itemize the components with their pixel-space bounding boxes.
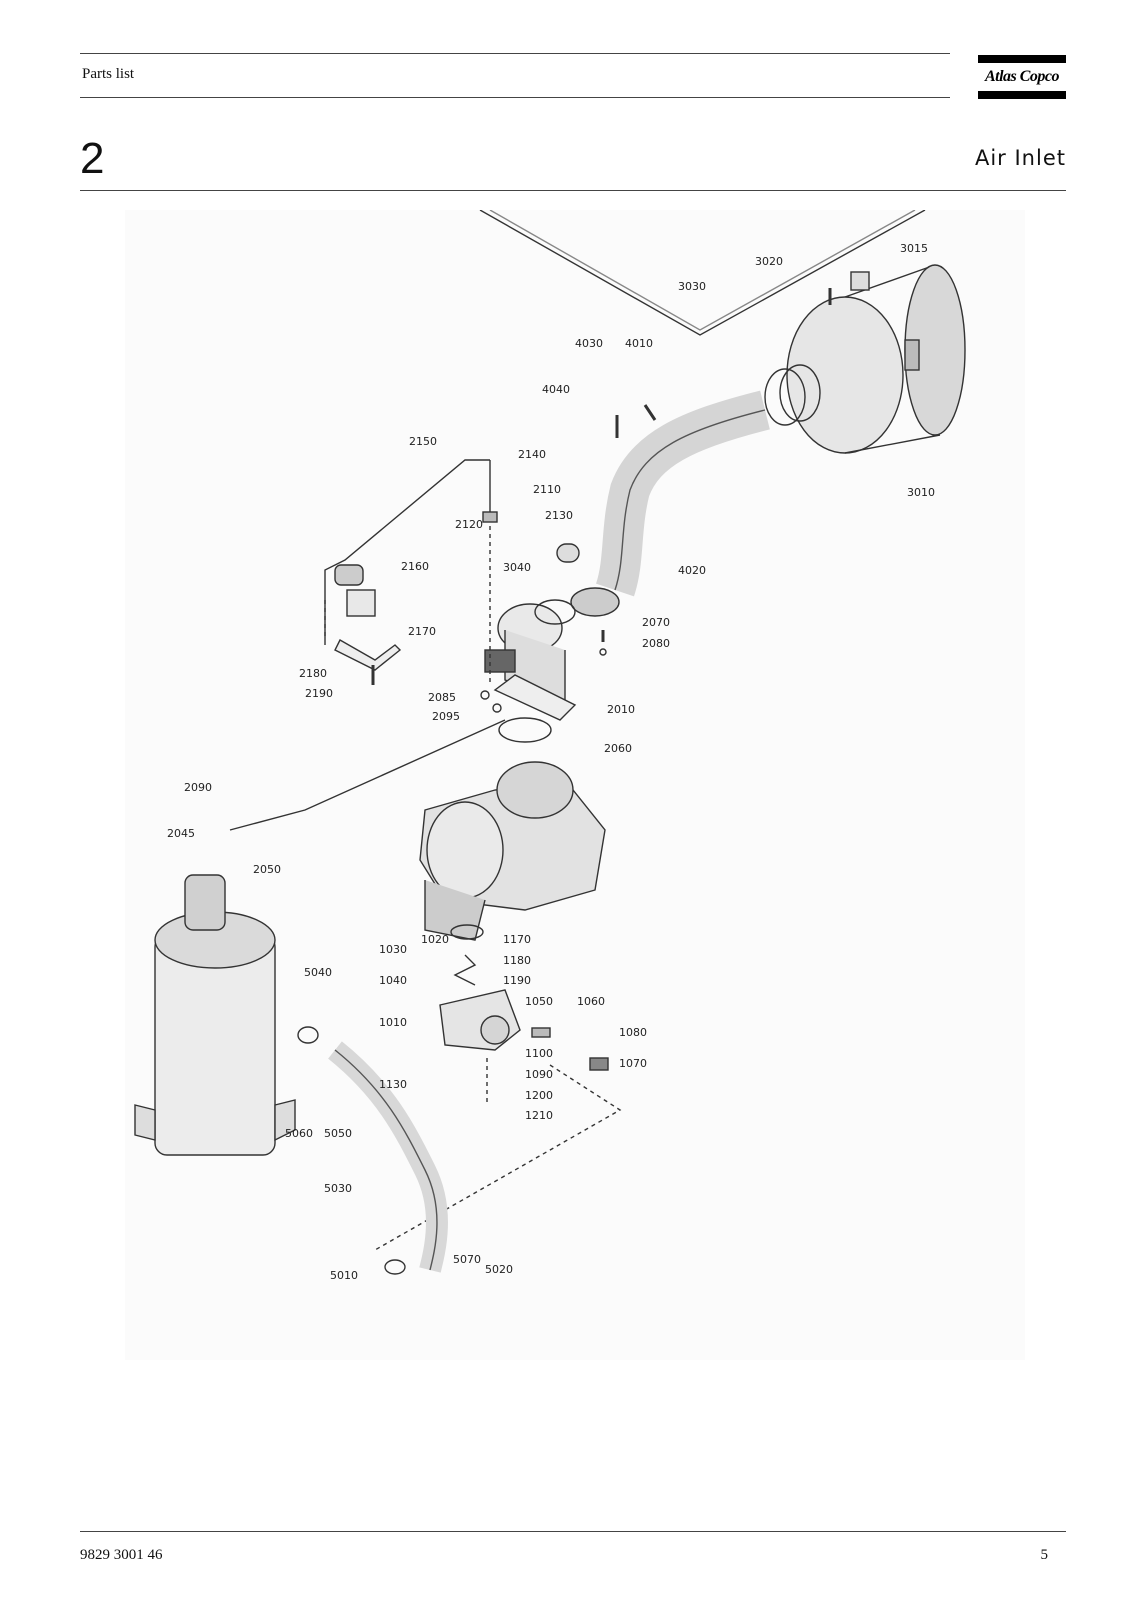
o-ring-5040 bbox=[297, 1026, 319, 1044]
callout-1040: 1040 bbox=[379, 974, 407, 987]
oil-separator-vessel bbox=[134, 874, 296, 1156]
compressor-element bbox=[419, 761, 606, 941]
callout-1200: 1200 bbox=[525, 1089, 553, 1102]
header-bottom-rule bbox=[80, 97, 950, 98]
callout-1090: 1090 bbox=[525, 1068, 553, 1081]
solenoid-valve-2160 bbox=[334, 564, 376, 617]
callout-labels: 3015 3020 3030 4030 4010 4040 2150 2140 2110 2120… bbox=[167, 242, 935, 1282]
callout-2080: 2080 bbox=[642, 637, 670, 650]
callout-2130: 2130 bbox=[545, 509, 573, 522]
callout-5050: 5050 bbox=[324, 1127, 352, 1140]
callout-2160: 2160 bbox=[401, 560, 429, 573]
control-tube-2150 bbox=[324, 459, 490, 645]
bolt-2085 bbox=[480, 690, 490, 700]
o-ring-5010 bbox=[384, 1259, 406, 1275]
callout-2120: 2120 bbox=[455, 518, 483, 531]
oil-line-2090 bbox=[229, 719, 506, 831]
callout-5020: 5020 bbox=[485, 1263, 513, 1276]
callout-2045: 2045 bbox=[167, 827, 195, 840]
callout-4040: 4040 bbox=[542, 383, 570, 396]
document-number: 9829 3001 46 bbox=[80, 1547, 163, 1563]
exploded-parts-diagram: 3015 3020 3030 4030 4010 4040 2150 2140 2110 2120… bbox=[125, 210, 1025, 1360]
callout-1170: 1170 bbox=[503, 933, 531, 946]
callout-2010: 2010 bbox=[607, 703, 635, 716]
callout-1190: 1190 bbox=[503, 974, 531, 987]
callout-3040: 3040 bbox=[503, 561, 531, 574]
gasket-3040 bbox=[534, 599, 576, 625]
fitting-1070 bbox=[589, 1057, 609, 1071]
fitting-2110 bbox=[482, 511, 498, 523]
spring-1180 bbox=[453, 954, 477, 986]
bracket-3015 bbox=[850, 271, 870, 291]
callout-2070: 2070 bbox=[642, 616, 670, 629]
ring-3030b bbox=[779, 364, 821, 422]
callout-4010: 4010 bbox=[625, 337, 653, 350]
washer-2095 bbox=[492, 703, 502, 713]
callout-2190: 2190 bbox=[305, 687, 333, 700]
header-top-rule bbox=[80, 53, 950, 54]
callout-3015: 3015 bbox=[900, 242, 928, 255]
callout-2140: 2140 bbox=[518, 448, 546, 461]
intake-valve-2010 bbox=[484, 603, 577, 721]
callout-2170: 2170 bbox=[408, 625, 436, 638]
callout-1010: 1010 bbox=[379, 1016, 407, 1029]
callout-1070: 1070 bbox=[619, 1057, 647, 1070]
diaphragm-1170 bbox=[450, 924, 484, 940]
ring-3030a bbox=[764, 368, 806, 426]
callout-5010: 5010 bbox=[330, 1269, 358, 1282]
callout-1020: 1020 bbox=[421, 933, 449, 946]
callout-2060: 2060 bbox=[604, 742, 632, 755]
callout-2050: 2050 bbox=[253, 863, 281, 876]
air-filter-housing bbox=[786, 264, 966, 454]
callout-1180: 1180 bbox=[503, 954, 531, 967]
section-rule bbox=[80, 190, 1066, 191]
o-ring-2060 bbox=[498, 717, 552, 743]
callout-1210: 1210 bbox=[525, 1109, 553, 1122]
section-number: 2 bbox=[80, 134, 105, 183]
bracket-2180 bbox=[334, 639, 402, 671]
callout-5070: 5070 bbox=[453, 1253, 481, 1266]
callout-4020: 4020 bbox=[678, 564, 706, 577]
callout-5040: 5040 bbox=[304, 966, 332, 979]
brand-logo: Atlas Copco bbox=[978, 55, 1066, 99]
callout-3030: 3030 bbox=[678, 280, 706, 293]
washer-2080 bbox=[599, 648, 607, 656]
callout-3010: 3010 bbox=[907, 486, 935, 499]
footer-rule bbox=[80, 1531, 1066, 1532]
inlet-elbow-4020 bbox=[595, 390, 770, 597]
clamp-4010 bbox=[643, 404, 657, 421]
nipple-1050 bbox=[531, 1027, 551, 1038]
callout-5060: 5060 bbox=[285, 1127, 313, 1140]
callout-2090: 2090 bbox=[184, 781, 212, 794]
callout-1100: 1100 bbox=[525, 1047, 553, 1060]
callout-4030: 4030 bbox=[575, 337, 603, 350]
section-title: Air Inlet bbox=[974, 146, 1066, 170]
canopy-panel bbox=[479, 210, 926, 336]
callout-2110: 2110 bbox=[533, 483, 561, 496]
callout-1080: 1080 bbox=[619, 1026, 647, 1039]
callout-1130: 1130 bbox=[379, 1078, 407, 1091]
page-number: 5 bbox=[1040, 1547, 1049, 1563]
callout-2085: 2085 bbox=[428, 691, 456, 704]
callout-2150: 2150 bbox=[409, 435, 437, 448]
callout-1060: 1060 bbox=[577, 995, 605, 1008]
callout-2095: 2095 bbox=[432, 710, 460, 723]
brand-logo-text: Atlas Copco bbox=[984, 68, 1060, 85]
callout-3020: 3020 bbox=[755, 255, 783, 268]
callout-5030: 5030 bbox=[324, 1182, 352, 1195]
callout-2180: 2180 bbox=[299, 667, 327, 680]
oil-stop-valve-1010 bbox=[439, 989, 521, 1051]
diagram-svg: 3015 3020 3030 4030 4010 4040 2150 2140 2110 2120… bbox=[134, 210, 966, 1282]
canopy-panel-edge bbox=[489, 210, 916, 331]
callout-1050: 1050 bbox=[525, 995, 553, 1008]
sleeve bbox=[556, 543, 580, 563]
callout-1030: 1030 bbox=[379, 943, 407, 956]
header-section-label: Parts list bbox=[82, 66, 135, 82]
